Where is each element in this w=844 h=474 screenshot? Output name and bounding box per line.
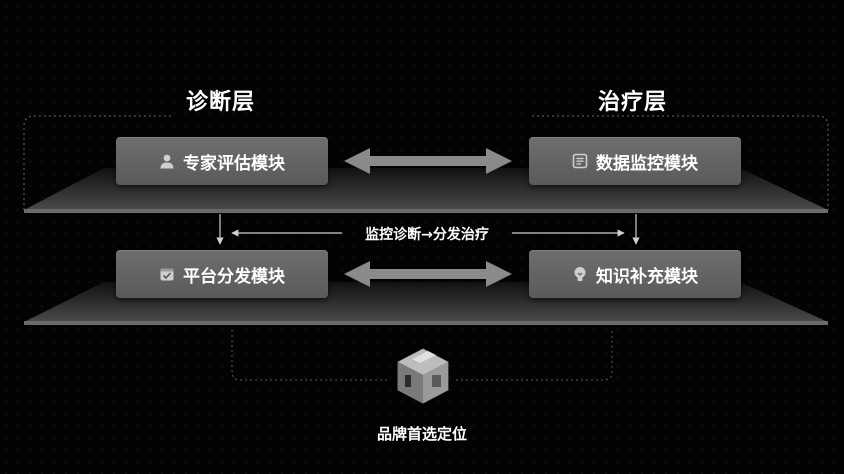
- lightbulb-icon: [574, 267, 586, 281]
- data-monitor-module[interactable]: 数据监控模块: [529, 137, 741, 185]
- data-monitor-label: 数据监控模块: [596, 153, 698, 174]
- platform-dispatch-label: 平台分发模块: [183, 266, 285, 287]
- platform-dispatch-module[interactable]: 平台分发模块: [116, 250, 328, 298]
- checkbox-icon: [160, 268, 174, 281]
- double-arrow-top: [344, 148, 512, 174]
- document-icon: [572, 153, 588, 169]
- knowledge-supplement-module[interactable]: 知识补充模块: [529, 250, 741, 298]
- expert-eval-label: 专家评估模块: [183, 153, 285, 174]
- diagnosis-layer-title: 诊断层: [186, 90, 256, 115]
- cube-building-icon: [397, 348, 449, 404]
- flow-label: 监控诊断→分发治疗: [365, 227, 489, 243]
- treatment-layer-title: 治疗层: [598, 90, 668, 115]
- expert-eval-module[interactable]: 专家评估模块: [116, 137, 328, 185]
- double-arrow-bottom: [344, 261, 512, 287]
- treatment-frame: [532, 115, 829, 210]
- diagnosis-frame: [23, 115, 172, 210]
- bottom-plane-edge: [24, 321, 828, 325]
- brand-label: 品牌首选定位: [376, 425, 467, 443]
- brand-frame: [231, 330, 613, 381]
- user-icon: [160, 154, 174, 169]
- top-plane-edge: [24, 209, 828, 213]
- knowledge-supplement-label: 知识补充模块: [596, 266, 698, 287]
